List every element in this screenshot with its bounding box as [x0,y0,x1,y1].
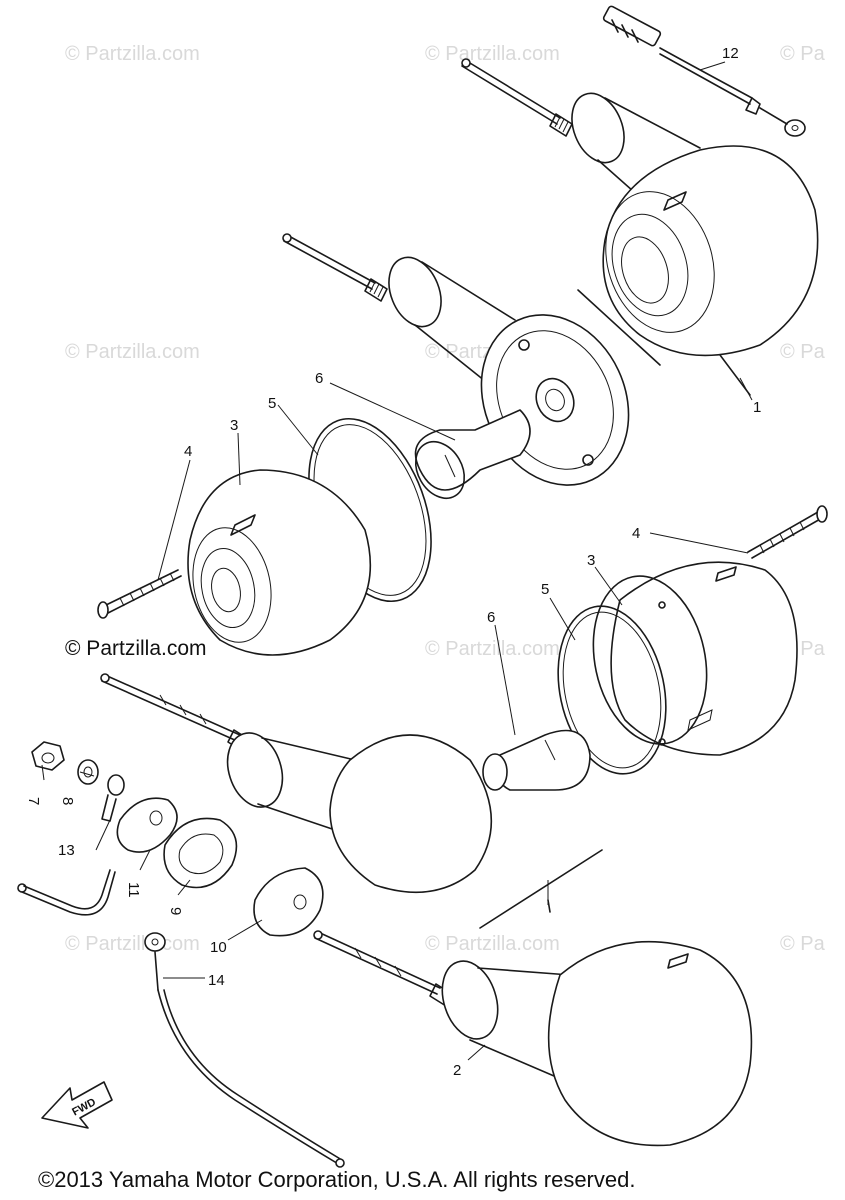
watermark: © Partzilla.com [425,638,560,660]
callout-12: 12 [722,45,739,62]
part-8-washer [77,759,99,785]
part-14-ground-wire [144,932,345,1168]
part-4-screw-upper [97,569,182,619]
copyright-notice: ©2013 Yamaha Motor Corporation, U.S.A. A… [38,1167,635,1192]
callout-11: 11 [125,882,142,898]
watermark: © Pa [780,933,826,955]
part-10-pad [253,867,324,937]
callout-3: 3 [587,552,595,569]
callout-13: 13 [58,842,75,859]
callout-5: 5 [268,395,276,412]
fwd-direction-arrow: FWD [41,1081,113,1129]
callout-bracket-1 [577,289,751,396]
callout-10: 10 [210,939,227,956]
watermark: © Pa [780,43,826,65]
wire-lower-left [17,869,116,916]
leader-lines [41,61,753,1061]
watermark: © Partzilla.com [65,341,200,363]
callout-7: 7 [25,797,42,805]
watermark: © Pa [780,341,826,363]
callout-3: 3 [230,417,238,434]
part-6-bulb-upper [414,409,531,500]
part-3-lens-right [592,561,798,756]
watermark: © Partzilla.com [425,933,560,955]
part-7-nut [31,741,65,771]
part-11-plate [116,797,178,853]
part-6-bulb-right [482,729,591,791]
part-1-flasher-assembly-lower [100,673,603,929]
part-12-wire-harness [602,5,806,137]
watermark: © Partzilla.com [425,43,560,65]
callout-5: 5 [541,581,549,598]
part-3-lens-upper [187,469,372,656]
watermark-strong: © Partzilla.com [65,637,207,660]
part-9-grommet [163,817,238,889]
part-1-flasher-assembly-upper [461,58,819,357]
callout-9: 9 [167,907,184,915]
watermark: © Partzilla.com [65,933,200,955]
part-13-terminal [101,774,125,822]
watermark: © Partzilla.com [65,43,200,65]
callout-14: 14 [208,972,225,989]
watermark-layer: © Partzilla.com © Partzilla.com © Pa © P… [65,43,826,955]
callout-4: 4 [184,443,192,460]
callout-6: 6 [315,370,323,387]
callout-1: 1 [753,399,761,416]
callout-4: 4 [632,525,640,542]
part-4-screw-right [747,505,828,559]
callout-labels: 12 1 6 5 3 4 4 3 5 6 7 8 13 11 9 10 14 2 [25,45,761,1079]
callout-6: 6 [487,609,495,626]
part-5-gasket-right [557,605,667,775]
callout-8: 8 [59,797,76,805]
callout-2: 2 [453,1062,461,1079]
part-2-flasher-assembly [313,930,753,1147]
